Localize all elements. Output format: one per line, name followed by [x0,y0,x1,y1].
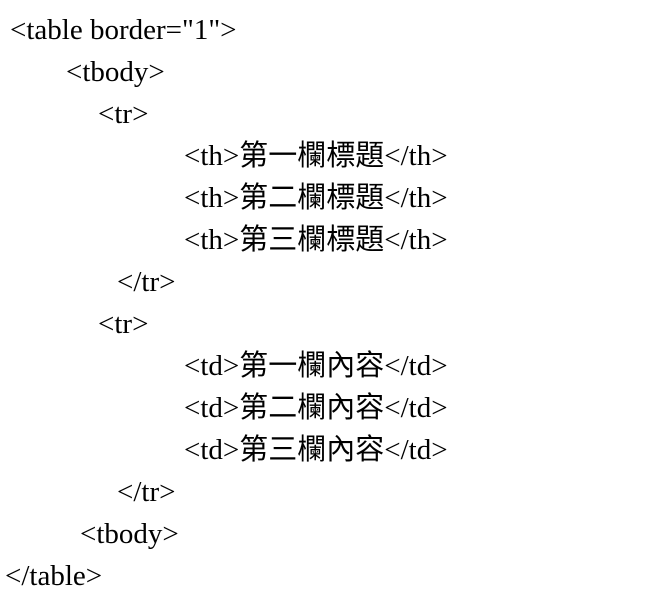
code-line: <th>第一欄標題</th> [184,140,448,172]
code-line: </tr> [117,266,176,298]
code-line: </table> [5,560,103,592]
code-line: <tr> [98,98,149,130]
code-line: <th>第三欄標題</th> [184,224,448,256]
html-source-code: <table border="1"> <tbody> <tr> <th>第一欄標題</… [0,9,646,597]
code-line: <td>第一欄內容</td> [184,350,448,382]
code-line: <tbody> [66,56,165,88]
code-line: <th>第二欄標題</th> [184,182,448,214]
code-line: <td>第二欄內容</td> [184,392,448,424]
code-line: <tr> [98,308,149,340]
code-line: <table border="1"> [10,14,237,46]
code-line: <td>第三欄內容</td> [184,434,448,466]
code-line: </tr> [117,476,176,508]
code-line: <tbody> [80,518,179,550]
